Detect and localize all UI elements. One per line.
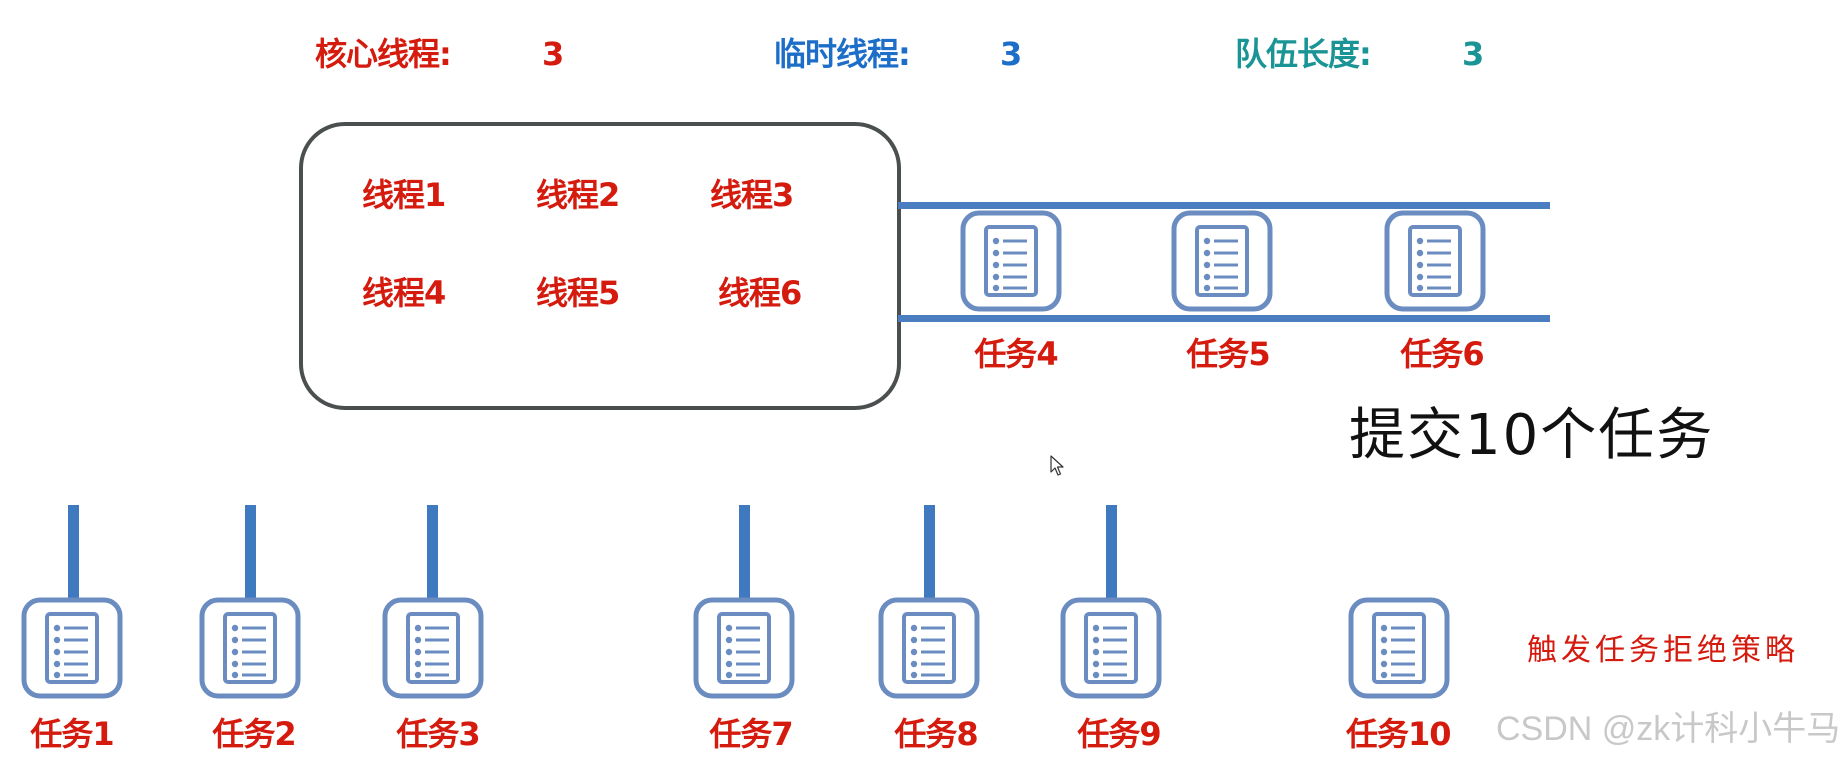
document-list-icon	[1347, 596, 1451, 700]
document-list-icon	[692, 596, 796, 700]
document-list-icon	[877, 596, 981, 700]
task-label: 任务7	[709, 715, 793, 753]
document-list-icon	[198, 596, 302, 700]
document-list-icon	[1383, 209, 1487, 313]
reject-policy-note: 触发任务拒绝策略	[1527, 633, 1799, 668]
thread-label: 线程1	[362, 176, 446, 214]
document-list-icon	[1059, 596, 1163, 700]
connector-line	[739, 505, 750, 600]
task-label: 任务9	[1077, 715, 1161, 753]
thread-label: 线程3	[710, 176, 794, 214]
queue-top-line	[898, 202, 1550, 209]
core-threads-label: 核心线程:	[315, 35, 452, 73]
document-list-icon	[1170, 209, 1274, 313]
watermark: CSDN @zk计科小牛马	[1496, 710, 1841, 748]
task-label: 任务2	[212, 715, 296, 753]
connector-line	[245, 505, 256, 600]
submit-tasks-title: 提交10个任务	[1349, 403, 1715, 468]
connector-line	[924, 505, 935, 600]
task-label: 任务3	[396, 715, 480, 753]
thread-pool-box	[299, 122, 901, 410]
queue-length-value: 3	[1462, 35, 1484, 73]
thread-label: 线程2	[536, 176, 620, 214]
queue-task-label: 任务6	[1400, 335, 1484, 373]
rejected-task-label: 任务10	[1346, 715, 1452, 753]
task-label: 任务1	[30, 715, 114, 753]
connector-line	[68, 505, 79, 600]
queue-length-label: 队伍长度:	[1235, 35, 1372, 73]
connector-line	[1106, 505, 1117, 600]
queue-task-label: 任务5	[1186, 335, 1270, 373]
queue-task-label: 任务4	[974, 335, 1058, 373]
document-list-icon	[381, 596, 485, 700]
mouse-cursor-icon	[1050, 455, 1064, 476]
core-threads-value: 3	[542, 35, 564, 73]
thread-label: 线程4	[362, 274, 446, 312]
connector-line	[427, 505, 438, 600]
temp-threads-value: 3	[1000, 35, 1022, 73]
thread-label: 线程6	[718, 274, 802, 312]
document-list-icon	[959, 209, 1063, 313]
thread-label: 线程5	[536, 274, 620, 312]
task-label: 任务8	[894, 715, 978, 753]
queue-bottom-line	[898, 315, 1550, 322]
temp-threads-label: 临时线程:	[774, 35, 911, 73]
document-list-icon	[20, 596, 124, 700]
